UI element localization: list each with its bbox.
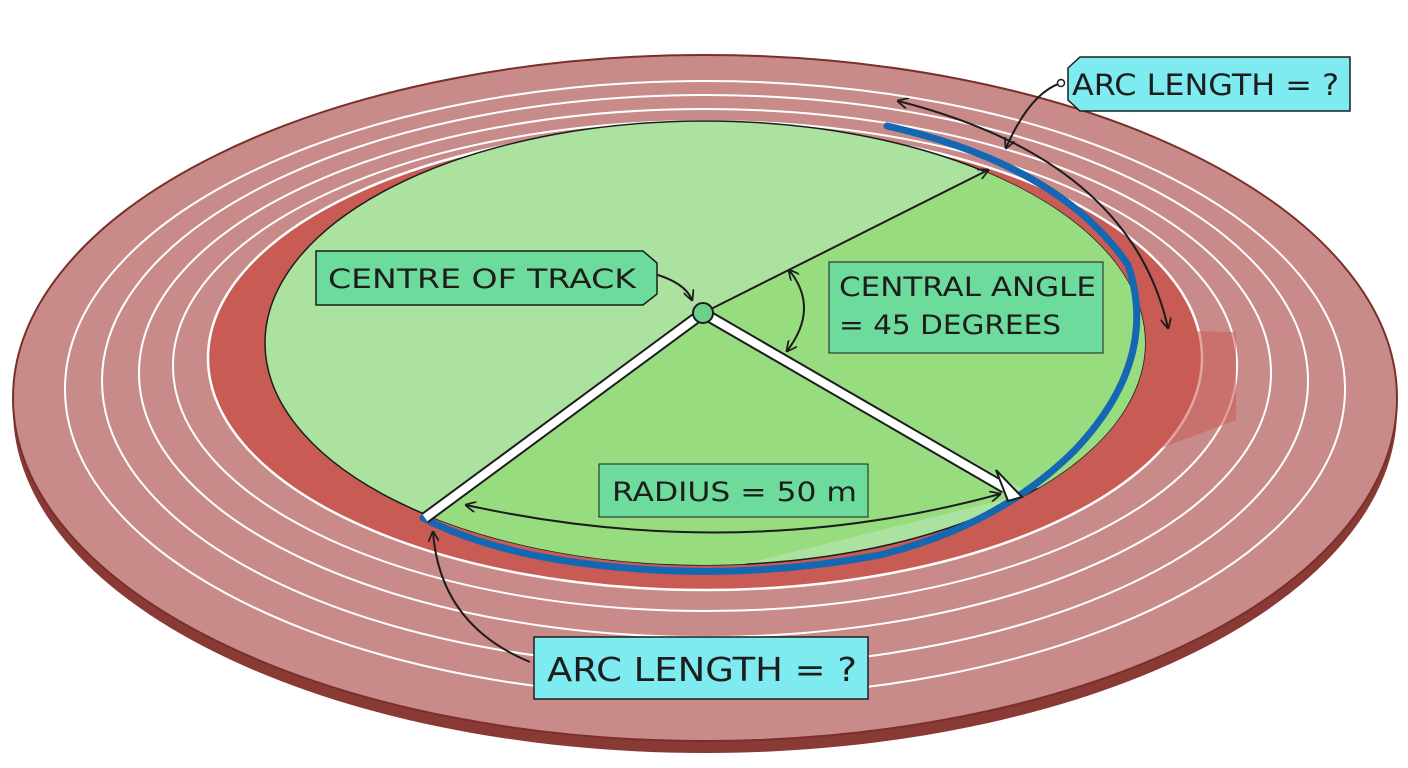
radius-line-right [700, 309, 1008, 492]
label-centre-of-track: CENTRE OF TRACK [315, 250, 658, 306]
centre-point [692, 302, 714, 324]
arc-top-pointer-dot [1056, 78, 1066, 88]
angle-arc [787, 270, 805, 351]
label-arc-top-text: ARC LENGTH = ? [1072, 68, 1339, 102]
label-arc-length-top: ARC LENGTH = ? [1067, 56, 1351, 112]
radius-dimension-arrow [466, 494, 1000, 534]
radius-arrowhead [995, 469, 1024, 503]
label-centre-text: CENTRE OF TRACK [328, 264, 638, 295]
radius-line-left [422, 309, 706, 522]
label-angle-line1: CENTRAL ANGLE [839, 272, 1096, 303]
label-radius-box [598, 463, 869, 518]
label-arc-top-box [1067, 56, 1351, 112]
label-arc-bottom-text: ARC LENGTH = ? [547, 650, 857, 689]
lane-shade [1130, 330, 1236, 460]
label-central-angle: CENTRAL ANGLE = 45 DEGREES [828, 261, 1104, 354]
label-centre-box [315, 250, 658, 306]
arc-length-top-arrow [898, 101, 1168, 328]
label-arc-length-bottom: ARC LENGTH = ? [533, 636, 869, 700]
arc-bottom-pointer [433, 532, 531, 663]
label-arc-bottom-box [533, 636, 869, 700]
arc-top-pointer [1006, 82, 1062, 148]
label-angle-box [828, 261, 1104, 354]
lower-sector [425, 313, 1022, 565]
label-angle-line2: = 45 DEGREES [839, 310, 1061, 341]
label-radius: RADIUS = 50 m [598, 463, 869, 518]
label-radius-text: RADIUS = 50 m [612, 477, 857, 508]
